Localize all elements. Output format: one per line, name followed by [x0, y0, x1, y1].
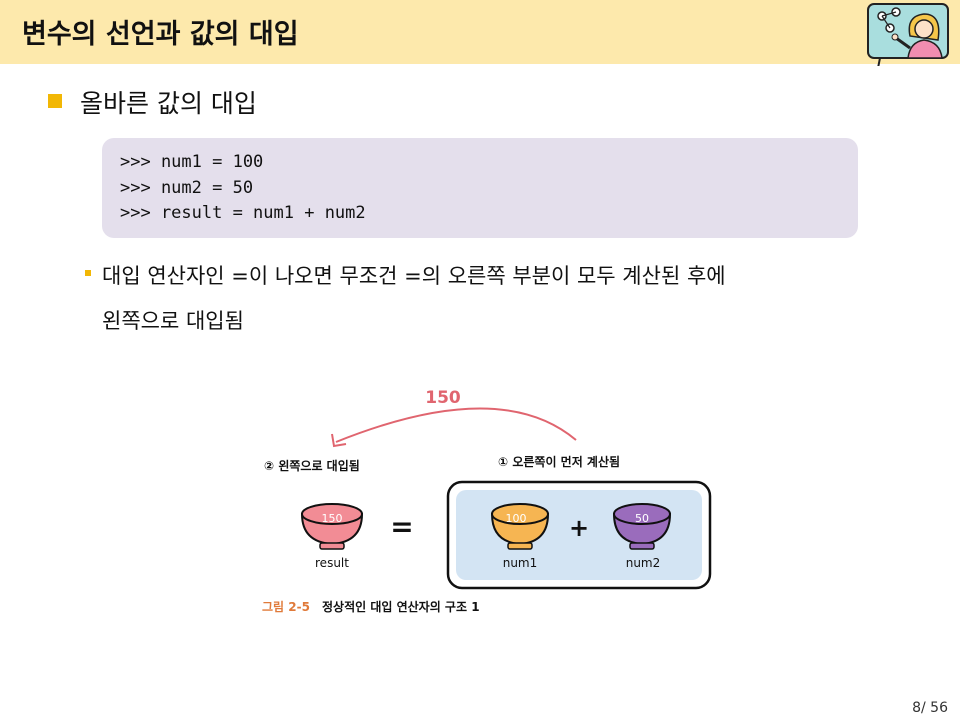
body-text-line: 대입 연산자인 =이 나오면 무조건 =의 오른쪽 부분이 모두 계산된 후에 — [102, 264, 726, 288]
assignment-arrow — [335, 407, 577, 443]
equals-sign: = — [390, 510, 413, 543]
code-line: >>> result = num1 + num2 — [120, 203, 366, 223]
right-caption: ① 오른쪽이 먼저 계산됨 — [498, 454, 620, 469]
section-heading: 올바른 값의 대입 — [80, 89, 257, 118]
heading-bullet-icon — [48, 94, 62, 108]
figure-number: 그림 2-5 — [262, 600, 310, 614]
sub-bullet-icon — [85, 270, 91, 276]
num1-label: num1 — [503, 556, 538, 570]
num1-bowl-icon: 100 — [490, 503, 550, 550]
arrow-value-label: 150 — [425, 388, 461, 408]
code-line: >>> num2 = 50 — [120, 178, 254, 198]
result-value: 150 — [322, 512, 343, 525]
num2-value: 50 — [635, 512, 649, 525]
result-bowl-icon: 150 — [300, 503, 364, 550]
num2-bowl-icon: 50 — [612, 503, 672, 550]
arrowhead-icon — [331, 433, 347, 448]
assignment-figure: 150 ② 왼쪽으로 대입됨 ① 오른쪽이 먼저 계산됨 150 result … — [262, 388, 712, 614]
num2-label: num2 — [626, 556, 661, 570]
presenter-avatar-icon — [867, 3, 949, 66]
page-number: 8/ 56 — [912, 700, 948, 716]
figure-caption: 정상적인 대입 연산자의 구조 1 — [322, 599, 480, 614]
result-label: result — [315, 556, 349, 570]
slide-header: 변수의 선언과 값의 대입 — [0, 0, 960, 66]
plus-sign: + — [569, 514, 589, 542]
body-text-line: 왼쪽으로 대입됨 — [102, 309, 244, 333]
code-line: >>> num1 = 100 — [120, 152, 264, 172]
code-block: >>> num1 = 100 >>> num2 = 50 >>> result … — [102, 138, 858, 238]
num1-value: 100 — [506, 512, 527, 525]
left-caption: ② 왼쪽으로 대입됨 — [264, 459, 360, 473]
slide-title: 변수의 선언과 값의 대입 — [22, 19, 299, 50]
